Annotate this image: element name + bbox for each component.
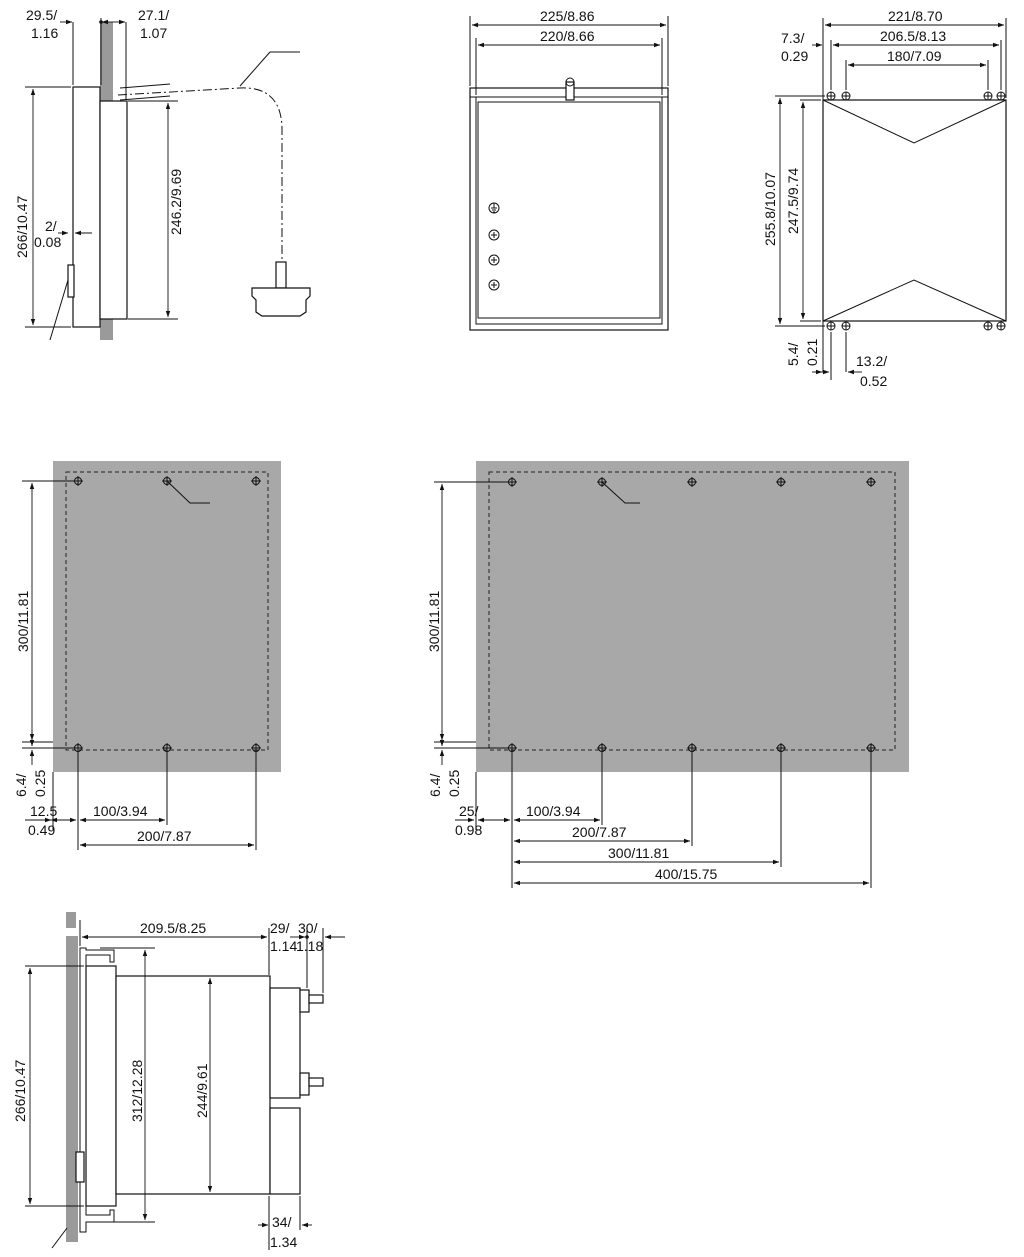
bottom-v-mark [822,279,1007,322]
dim-209-5: 209.5/8.25 [140,920,206,936]
dim-13-2: 13.2/ [856,353,887,369]
dim-1-18: 1.18 [296,938,323,954]
dim-225: 225/8.86 [540,8,595,24]
side-view: 29.5/ 1.16 27.1/ 1.07 266/10.47 2/ 0.08 … [14,7,311,341]
dim-6-4-small: 6.4/ [13,774,29,797]
mounting-holes-large [507,477,876,753]
dim-1-14: 1.14 [270,938,297,954]
dim-0-08: 0.08 [34,234,61,250]
panel-wall-top [66,912,76,928]
cutout-panel-small [53,461,281,772]
rear-pin-top-tip [308,994,324,1004]
front-view: 225/8.86 220/8.66 [469,8,669,331]
connector-plug [251,287,311,317]
dim-0-25-small: 0.25 [32,770,48,797]
dim-255-8: 255.8/10.07 [762,172,778,246]
dim-2: 2/ [45,218,57,234]
mounting-holes [826,91,1006,331]
dim-300b-large: 300/11.81 [608,845,669,861]
dim-0-98: 0.98 [455,822,482,838]
terminal-screw-icon [488,279,500,291]
rear-housing [99,100,128,320]
rear-pin-top [299,989,310,1013]
front-panel-outline [469,87,669,331]
dim-400-large: 400/15.75 [655,866,717,882]
dim-25: 25/ [459,803,479,819]
dim-266: 266/10.47 [14,196,30,258]
dim-221: 221/8.70 [888,8,943,24]
dim-29-5: 29.5/ [26,7,57,23]
dim-1-07: 1.07 [140,25,167,41]
dim-200-large: 200/7.87 [572,824,627,840]
rear-terminal-block [269,987,301,1099]
dim-0-25-large: 0.25 [446,770,462,797]
dim-0-29: 0.29 [781,48,808,64]
dim-247-5: 247.5/9.74 [785,168,801,234]
dim-300-small: 300/11.81 [15,591,31,652]
dim-5-4: 5.4/ [785,343,801,366]
cutout-small-view: 300/11.81 6.4/ 0.25 12.5 0.49 100/3.94 2… [13,461,281,850]
mounting-holes-small [73,476,261,753]
dim-12-5: 12.5 [30,803,57,819]
dim-30: 30/ [298,920,318,936]
top-connector-stub [565,81,575,101]
dim-27-1: 27.1/ [138,7,169,23]
dim-266-section: 266/10.47 [12,1060,28,1122]
dim-312: 312/12.28 [129,1060,145,1122]
cutout-panel-large [476,461,909,772]
dim-0-49: 0.49 [28,822,55,838]
rear-housing-outline [822,99,1007,322]
terminal-screw-icon [488,229,500,241]
dim-220: 220/8.66 [540,28,595,44]
side-latch [67,264,75,298]
front-bezel [72,86,101,328]
connector-neck [275,261,287,289]
dim-180: 180/7.09 [887,48,942,64]
dim-0-52: 0.52 [860,373,887,389]
front-body [85,965,117,1207]
dim-6-4-large: 6.4/ [427,774,443,797]
dim-200-small: 200/7.87 [137,828,192,844]
top-v-mark [822,99,1007,144]
cable [117,87,283,262]
terminal-screw-icon [488,254,500,266]
dim-29: 29/ [270,920,290,936]
dim-7-3: 7.3/ [781,30,804,46]
rear-pin-bottom-tip [308,1077,324,1087]
dim-206-5: 206.5/8.13 [880,28,946,44]
dim-100-large: 100/3.94 [526,803,581,819]
front-flange [79,947,115,1233]
dim-1-16: 1.16 [31,25,58,41]
rear-connector-block [269,1107,301,1195]
section-latch [75,1151,85,1183]
panel-wall [66,936,78,1242]
dim-34: 34/ [272,1214,292,1230]
rear-view: 221/8.70 7.3/ 0.29 206.5/8.13 180/7.09 2… [762,8,1007,389]
cutout-large-view: 300/11.81 6.4/ 0.25 25/ 0.98 100/3.94 20… [426,461,909,888]
dim-0-21: 0.21 [804,339,820,366]
dim-300-large: 300/11.81 [426,591,442,652]
rear-pin-bottom [299,1072,310,1096]
dim-100-small: 100/3.94 [93,803,148,819]
dim-244: 244/9.61 [194,1063,210,1118]
section-view: 209.5/8.25 29/ 1.14 30/ 1.18 266/10.47 3… [12,912,345,1250]
dim-1-34: 1.34 [270,1234,297,1250]
dim-246-2: 246.2/9.69 [168,169,184,235]
